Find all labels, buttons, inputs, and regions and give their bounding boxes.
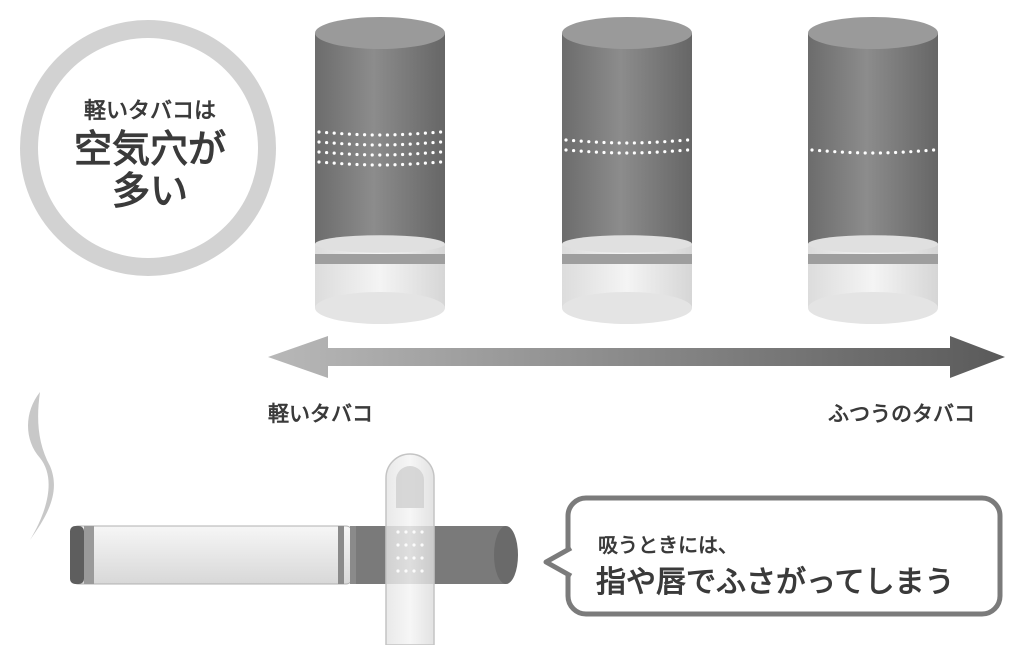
ventilation-hole-row (564, 138, 690, 145)
smoke-icon (28, 392, 54, 540)
filter-cylinders (315, 17, 938, 324)
covered-ventilation-holes (396, 530, 424, 573)
ventilation-hole-row (564, 148, 690, 155)
bubble-smoking-line1: 吸うときには、 (598, 533, 738, 557)
ventilation-hole-row (317, 140, 443, 147)
ventilation-hole-row (810, 148, 936, 155)
ventilation-hole-row (317, 160, 443, 167)
smoking-note-bubble: 吸うときには、 指や唇でふさがってしまう (543, 495, 1003, 617)
filter-cylinder-light (315, 17, 445, 324)
finger-icon (385, 453, 435, 645)
filter-cylinder-regular (808, 17, 938, 324)
bubble-light-line3: 多い (112, 169, 188, 213)
bubble-smoking-line2: 指や唇でふさがってしまう (596, 565, 955, 600)
filter-cylinder-medium (562, 17, 692, 324)
scale-left-label: 軽いタバコ (268, 402, 373, 426)
light-to-regular-arrow (268, 336, 1005, 378)
bubble-light-line1: 軽いタバコは (84, 98, 216, 124)
light-cigarette-bubble: 軽いタバコは 空気穴が 多い (20, 20, 276, 276)
cigarette-illustration (70, 525, 518, 585)
bubble-light-line2: 空気穴が (74, 127, 226, 171)
scale-right-label: ふつうのタバコ (828, 402, 975, 426)
ventilation-hole-row (317, 130, 443, 137)
ventilation-hole-row (317, 150, 443, 157)
